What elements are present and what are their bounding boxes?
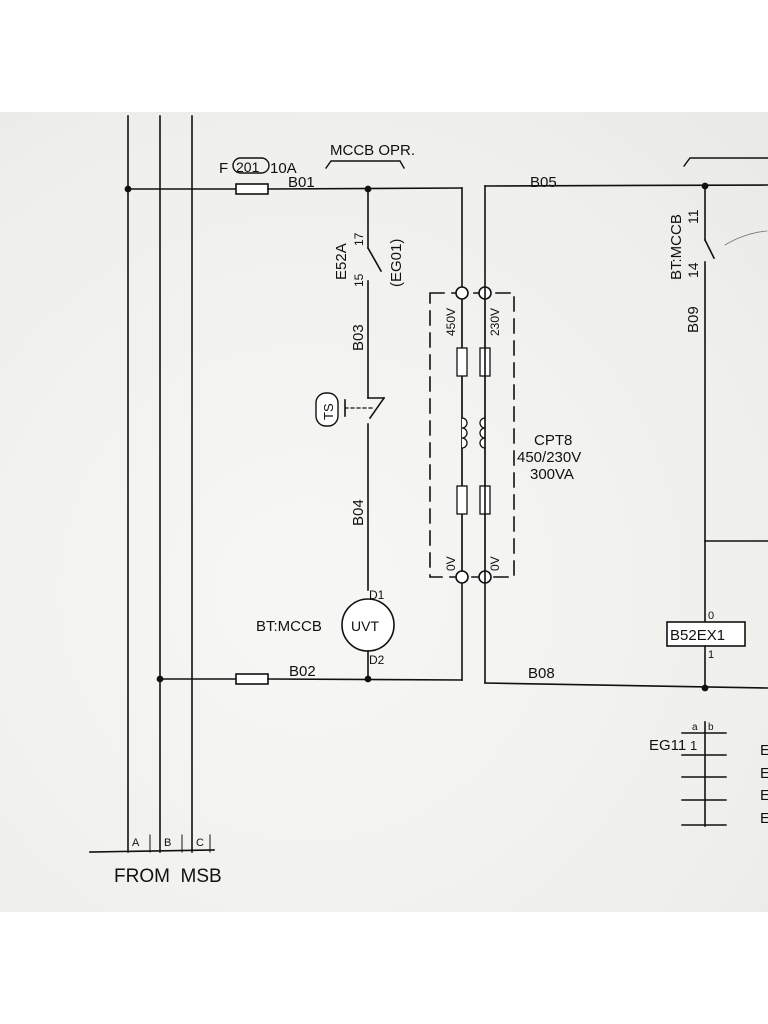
phase-b-label: B (164, 837, 171, 849)
pin-15: 15 (352, 273, 366, 287)
b02-line (156, 673, 463, 685)
eg11-col-a: a (692, 722, 698, 733)
bt-mccb-contact (703, 238, 716, 260)
pin-17: 17 (352, 232, 366, 246)
ts-switch-blade (368, 396, 386, 420)
relay-pin-1: 1 (708, 649, 714, 661)
uvt-branch (315, 188, 395, 680)
fuse-rating: 10A (270, 160, 297, 177)
b08-line (484, 682, 768, 689)
right-circuit (484, 157, 768, 692)
cpt8-ratio: 450/230V (517, 449, 581, 466)
primary-winding (461, 417, 468, 449)
relay-b52ex1 (666, 621, 746, 647)
cpt-fuse-3 (456, 485, 468, 515)
right-edge-label-1: E (760, 742, 768, 759)
right-edge-label-3: E (760, 787, 768, 804)
pin-14: 14 (685, 262, 701, 278)
fuse-label-prefix: F (219, 160, 228, 177)
label-0v-right: 0V (488, 556, 502, 571)
b01-label: B01 (288, 174, 315, 191)
secondary-winding (479, 417, 486, 449)
label-0v-left: 0V (444, 556, 458, 571)
relay-pin-0: 0 (708, 610, 714, 622)
cpt8-power: 300VA (530, 466, 574, 483)
phase-a-label: A (132, 837, 140, 849)
label-450v: 450V (444, 308, 458, 336)
cpt-fuse-1 (456, 347, 468, 377)
mccb-opr-bracket (325, 160, 405, 169)
e52a-label: E52A (333, 243, 350, 280)
fuse-tag-bubble (232, 157, 270, 174)
b05-label: B05 (530, 174, 557, 191)
mccb-opr-label: MCCB OPR. (330, 142, 415, 159)
relay-label: B52EX1 (670, 627, 725, 644)
terminal-0v-primary (455, 570, 469, 584)
top-right-bracket (683, 157, 768, 167)
ts-label: TS (321, 403, 336, 420)
b03-label: B03 (350, 324, 367, 351)
b04-label: B04 (350, 499, 367, 526)
phase-bus (89, 115, 215, 853)
eg01-label: (EG01) (388, 239, 405, 287)
b09-label: B09 (685, 306, 702, 333)
phase-c-label: C (196, 837, 204, 849)
fuse-b02 (235, 673, 269, 685)
bt-mccb-right-label: BT:MCCB (668, 214, 685, 280)
fuse-f201 (235, 183, 269, 195)
top-margin (0, 0, 768, 112)
from-msb-label: FROM MSB (114, 866, 222, 887)
eg11-col-b: b (708, 722, 714, 733)
eg11-row-1: 1 (690, 738, 697, 753)
cpt8-name: CPT8 (534, 432, 572, 449)
fuse-label-number: 201 (236, 159, 260, 175)
terminal-450v (455, 286, 469, 300)
label-230v: 230V (488, 308, 502, 336)
right-edge-label-4: E (760, 810, 768, 827)
d2-label: D2 (369, 653, 385, 667)
bottom-margin (0, 912, 768, 1024)
b02-label: B02 (289, 663, 316, 680)
eg11-label: EG11 (649, 737, 686, 754)
e52a-contact (366, 246, 383, 273)
d1-label: D1 (369, 588, 385, 602)
b08-label: B08 (528, 665, 555, 682)
pin-11: 11 (685, 209, 701, 224)
right-edge-label-2: E (760, 765, 768, 782)
bt-mccb-left-label: BT:MCCB (256, 618, 322, 635)
cpt8-enclosure (429, 292, 515, 578)
b05-line (484, 184, 768, 187)
ts-tag (315, 392, 339, 427)
eg11-terminal-block (681, 721, 727, 827)
uvt-label: UVT (351, 618, 379, 634)
msb-bus-bar (89, 849, 215, 853)
